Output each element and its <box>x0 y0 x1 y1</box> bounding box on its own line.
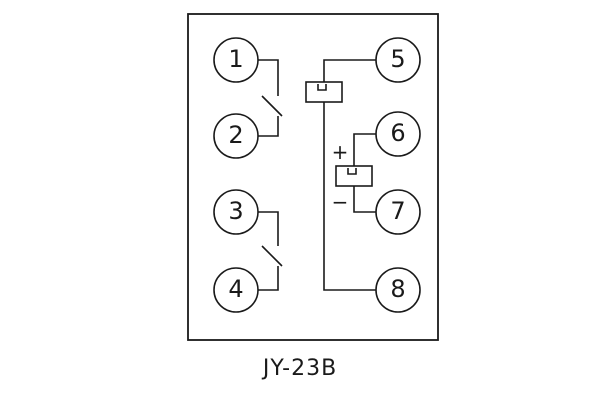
pin-1: 1 <box>213 37 259 83</box>
pin-6-circle <box>375 111 421 157</box>
pin-3-label: 3 <box>228 197 243 225</box>
pin-1-label: 1 <box>228 45 243 73</box>
contact-3-4-wire <box>256 211 283 291</box>
pin-2-label: 2 <box>228 121 243 149</box>
pin-4: 4 <box>213 267 259 313</box>
contact-1-2-wire <box>256 59 283 137</box>
model-caption: JY-23B <box>262 356 338 381</box>
pin-1-circle <box>213 37 259 83</box>
pin-4-circle <box>213 267 259 313</box>
pin-5: 5 <box>375 37 421 83</box>
plus-sign: + <box>332 140 349 164</box>
pin-8-circle <box>375 267 421 313</box>
pin-8-label: 8 <box>390 275 405 303</box>
coil-6-7-wire <box>353 133 376 213</box>
pin-7: 7 <box>375 189 421 235</box>
pin-6: 6 <box>375 111 421 157</box>
pin-8: 8 <box>375 267 421 313</box>
pin-6-label: 6 <box>390 119 405 147</box>
pin-7-circle <box>375 189 421 235</box>
pin-5-circle <box>375 37 421 83</box>
pin-5-label: 5 <box>390 45 405 73</box>
pin-2-circle <box>213 113 259 159</box>
upper-coil <box>305 81 343 103</box>
lower-coil <box>335 165 373 187</box>
minus-sign: − <box>332 190 349 214</box>
pin-4-label: 4 <box>228 275 243 303</box>
pin-7-label: 7 <box>390 197 405 225</box>
pin-2: 2 <box>213 113 259 159</box>
lower-coil-mark <box>347 168 357 175</box>
coil-5-8-wire <box>323 59 376 291</box>
upper-coil-mark <box>317 84 327 91</box>
pin-3: 3 <box>213 189 259 235</box>
pin-3-circle <box>213 189 259 235</box>
